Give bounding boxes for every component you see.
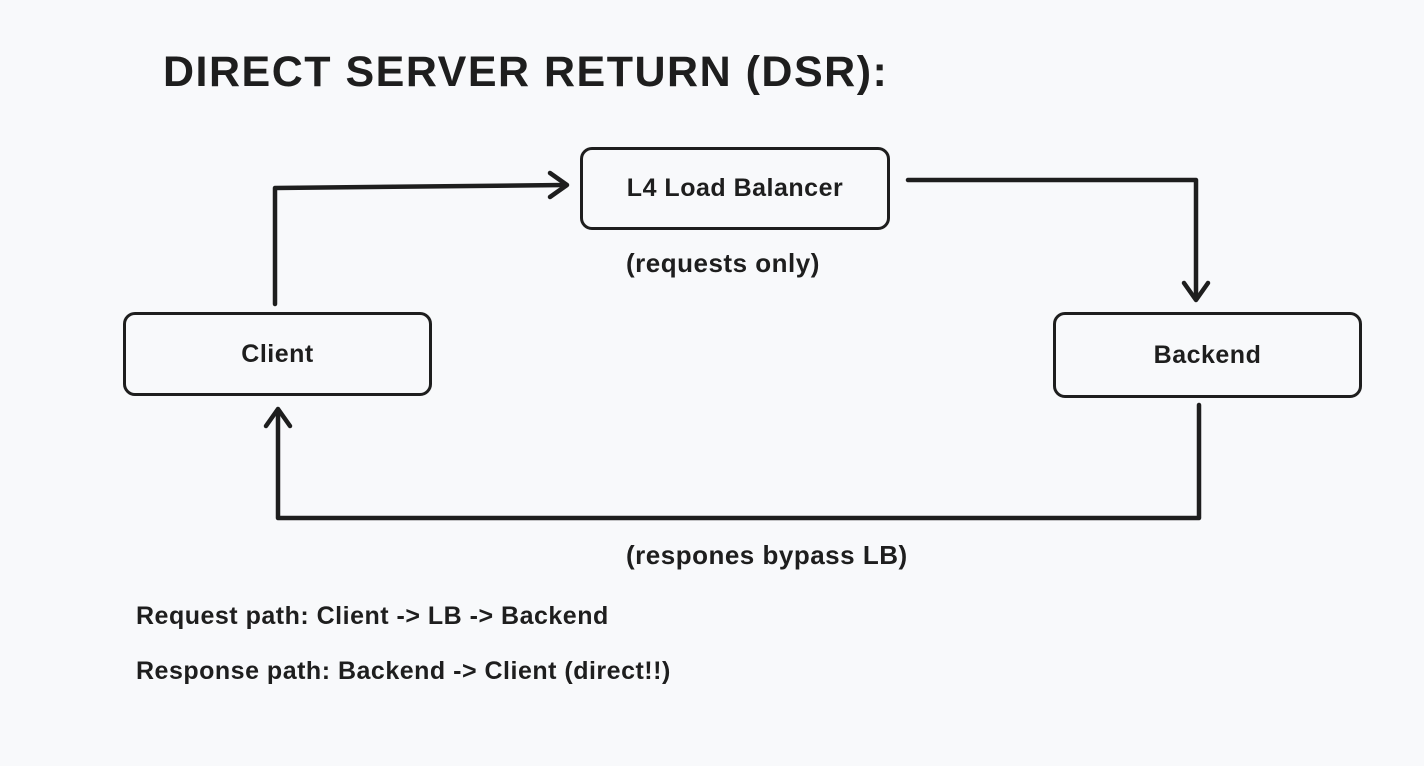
caption-request-path: Request path: Client -> LB -> Backend <box>136 602 609 630</box>
node-load-balancer[interactable]: L4 Load Balancer <box>580 147 890 230</box>
node-client-label: Client <box>241 339 314 368</box>
node-client[interactable]: Client <box>123 312 432 396</box>
node-backend-label: Backend <box>1153 340 1262 369</box>
node-load-balancer-label: L4 Load Balancer <box>626 174 844 202</box>
node-backend[interactable]: Backend <box>1053 312 1362 398</box>
diagram-title: DIRECT SERVER RETURN (DSR): <box>163 48 889 96</box>
annotation-responses-bypass-lb: (respones bypass LB) <box>626 540 908 570</box>
arrow-backend-to-client[interactable] <box>263 402 1202 521</box>
annotation-requests-only: (requests only) <box>626 248 820 278</box>
arrow-client-to-lb[interactable] <box>272 170 570 307</box>
arrow-lb-to-backend[interactable] <box>905 177 1211 303</box>
caption-response-path: Response path: Backend -> Client (direct… <box>136 657 671 685</box>
